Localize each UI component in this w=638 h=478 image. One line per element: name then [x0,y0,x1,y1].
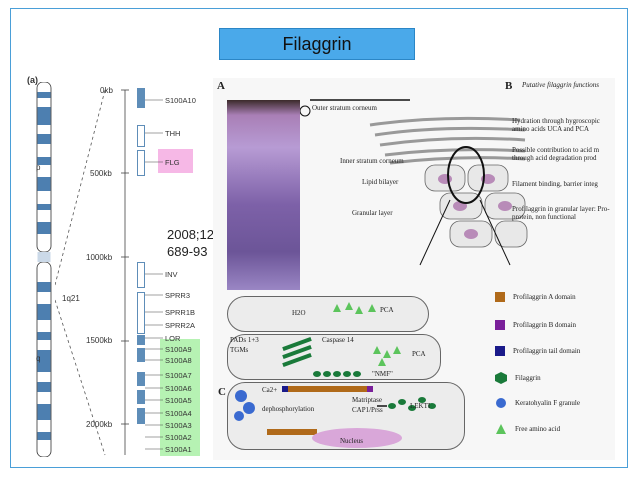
arm-q-label: q [36,354,41,363]
gene-label: SPRR1B [165,308,196,317]
cell-layer [227,296,429,332]
gene-label: S100A6 [165,384,192,393]
pathway-label: Nucleus [340,437,363,445]
gene-block [137,348,145,362]
annotation: Inner stratum corneum [340,157,404,165]
legend-item: Profilaggrin B domain [495,320,576,330]
slide-title: Filaggrin [219,28,415,60]
skin-layers-diagram [300,99,528,266]
legend-item: Free amino acid [495,423,560,435]
zoom-lines [55,89,129,456]
citation: 2008;122: 689-93 [167,226,225,260]
gene-block [137,262,145,288]
scale-500kb: 500kb [90,169,112,178]
legend-label: Free amino acid [515,425,561,433]
citation-line: 2008;122: [167,227,225,242]
gene-label: S100A1 [165,445,192,454]
s100-highlight [160,339,200,456]
flg-highlight [158,149,193,173]
pathway-label: Ca2+ [262,386,278,394]
legend-label: Keratohyalin F granule [515,399,580,407]
annotation: Lipid bilayer [362,178,399,186]
pathway-diagram [234,302,436,448]
legend-label: Profilaggrin B domain [513,321,576,329]
annotation: Granular layer [352,209,393,217]
function-text: Possible contribution to acid m through … [512,146,600,162]
gene-block [137,292,145,334]
gene-label: INV [165,270,178,279]
scale-0kb: 0kb [100,86,113,95]
slide-frame [10,8,628,468]
gene-block [137,372,145,386]
gene-label: SPRR2A [165,321,196,330]
gene-label: S100A7 [165,371,192,380]
pathway-label: TGMs [230,346,249,354]
histology-image [227,100,300,290]
gene-label: S100A3 [165,421,192,430]
legend-item: Profilaggrin tail domain [495,346,580,356]
function-text: Hydration through hygroscopic amino acid… [512,117,600,133]
gene-block [137,125,145,147]
pathway-label: CAP1/Prss [352,406,383,414]
gene-block [137,88,145,108]
legend-label: Profilaggrin tail domain [513,347,581,355]
pathway-label: Caspase 14 [322,336,354,344]
function-text: Filament binding, barrier integ [512,180,598,188]
legend-label: Profilaggrin A domain [513,293,576,301]
gene-label: THH [165,129,181,138]
legend-item: Keratohyalin F granule [495,397,580,409]
gene-label: LOR [165,334,181,343]
scale-1500kb: 1500kb [86,336,113,345]
gene-connectors [145,99,163,450]
pathway-label: LEKTI [410,402,431,410]
triangle-icon [496,424,506,434]
panel-letter-c: C [218,386,226,398]
pathway-label: H2O [292,309,306,317]
gene-block [137,335,145,345]
chromosome-ideogram [36,82,52,457]
gene-label: S100A4 [165,409,192,418]
pathway-label: dephosphorylation [262,405,315,413]
legend-item: Filaggrin [495,372,541,384]
pathway-label: Matriptase [352,396,382,404]
legend-item: Profilaggrin A domain [495,292,576,302]
gene-label: SPRR3 [165,291,191,300]
gene-label: S100A8 [165,356,192,365]
panel-letter-a: A [217,80,225,92]
legend-label: Filaggrin [515,374,541,382]
gene-block [137,408,145,424]
gene-block [137,150,145,176]
pathway-label: PCA [412,350,426,358]
pathway-label: PCA [380,306,394,314]
band-label: 1q21 [62,294,80,303]
pathway-label: PADs 1+3 [230,336,259,344]
citation-line: 689-93 [167,244,208,259]
scale-2000kb: 2000kb [86,420,113,429]
gene-label: S100A10 [165,96,196,105]
swatch-icon [495,320,505,330]
gene-block [137,390,145,404]
gene-label: FLG [165,158,180,167]
panel-label-a: (a) [27,75,38,85]
gene-label: S100A9 [165,345,192,354]
swatch-icon [495,292,505,302]
swatch-icon [495,346,505,356]
panel-letter-b: B [505,80,513,92]
gene-label: S100A5 [165,396,192,405]
hexagon-icon [495,372,507,384]
pathway-label: "NMF" [372,370,393,378]
panel-b-heading: Putative filaggrin functions [522,81,599,89]
function-text: Profilaggrin in granular layer: Pro-prot… [512,205,610,221]
arm-p-label: p [36,163,41,172]
annotation: Outer stratum corneum [312,104,377,112]
granule-icon [496,398,506,408]
scale-1000kb: 1000kb [86,253,113,262]
gene-label: S100A2 [165,433,192,442]
